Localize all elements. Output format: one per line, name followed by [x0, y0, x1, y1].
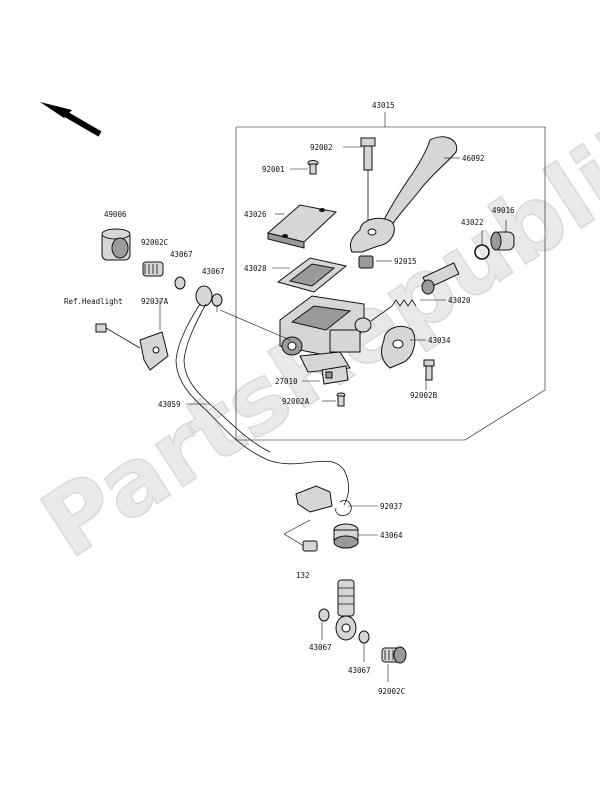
- label-43067-b: 43067: [202, 267, 225, 276]
- label-92002C-bottom: 92002C: [378, 687, 405, 696]
- label-43020: 43020: [448, 296, 471, 305]
- label-43026: 43026: [244, 210, 267, 219]
- label-43034: 43034: [428, 336, 451, 345]
- brake-lever: [349, 136, 458, 253]
- diaphragm: [276, 257, 348, 293]
- clamp: [381, 325, 416, 369]
- label-43067-a: 43067: [170, 250, 193, 259]
- pivot-bolt: [360, 137, 376, 220]
- screw-92001: [307, 160, 319, 175]
- label-ref-headlight: Ref.Headlight: [64, 297, 123, 306]
- label-92002B: 92002B: [410, 391, 438, 400]
- circlip: [474, 244, 490, 260]
- label-92015: 92015: [394, 257, 417, 266]
- washer-a: [174, 276, 186, 290]
- label-43015: 43015: [372, 101, 395, 110]
- lower-hose-fitting: [335, 579, 357, 641]
- cover-49006: [101, 228, 131, 261]
- label-49006: 49006: [104, 210, 127, 219]
- label-92002C-top: 92002C: [141, 238, 168, 247]
- label-43067-c: 43067: [309, 643, 332, 652]
- leader-lines: [159, 146, 507, 682]
- bolt-132: [302, 540, 318, 552]
- label-132: 132: [296, 571, 310, 580]
- piston-assembly: [354, 262, 460, 333]
- label-43059: 43059: [158, 400, 181, 409]
- label-43028: 43028: [244, 264, 267, 273]
- brake-switch: [321, 365, 349, 385]
- hose-clamp-lower: [295, 485, 352, 516]
- screw-92002A: [336, 392, 346, 407]
- dust-boot: [490, 231, 515, 251]
- label-92037A: 92037A: [141, 297, 169, 306]
- label-92002A: 92002A: [282, 397, 310, 406]
- banjo-bolt-bottom: [381, 646, 407, 664]
- hose-clamp-headlight: [139, 331, 169, 371]
- label-27010: 27010: [275, 377, 298, 386]
- grommet: [333, 523, 359, 549]
- washer-c: [318, 608, 330, 622]
- nut-92015: [358, 255, 374, 269]
- label-92001: 92001: [262, 165, 285, 174]
- label-49016: 49016: [492, 206, 515, 215]
- bolt-92002B: [423, 359, 435, 381]
- direction-arrow-icon: [40, 102, 102, 137]
- assembly-outline: [235, 126, 546, 441]
- washer-d: [358, 630, 370, 644]
- label-92002: 92002: [310, 143, 333, 152]
- bolt-headlight: [95, 323, 141, 349]
- label-43067-d: 43067: [348, 666, 371, 675]
- banjo-bolt-top: [142, 261, 164, 277]
- reservoir-cap: [266, 204, 338, 249]
- label-43022: 43022: [461, 218, 484, 227]
- label-92037: 92037: [380, 502, 403, 511]
- brake-hose: [175, 285, 349, 506]
- label-43064: 43064: [380, 531, 403, 540]
- washer-b: [211, 293, 223, 307]
- label-46092: 46092: [462, 154, 485, 163]
